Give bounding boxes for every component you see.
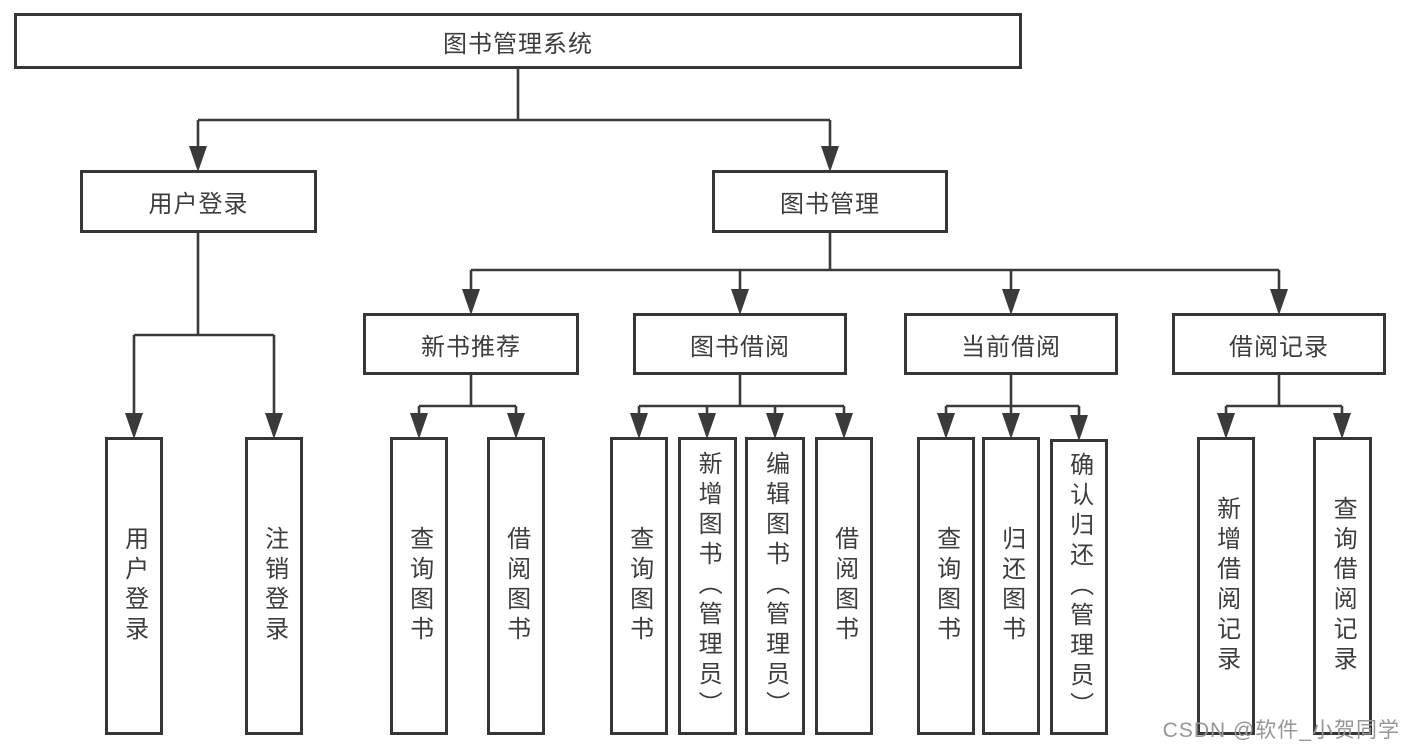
arrowhead-icon bbox=[698, 413, 716, 439]
node-br-query: 查询借阅记录 bbox=[1313, 437, 1372, 735]
node-label-bb-query: 查询图书 bbox=[625, 526, 653, 646]
arrowhead-icon bbox=[1333, 413, 1351, 439]
node-label-login: 用户登录 bbox=[120, 526, 148, 646]
node-label-nb-query: 查询图书 bbox=[405, 526, 433, 646]
node-label-cb-query: 查询图书 bbox=[932, 526, 960, 646]
arrowhead-icon bbox=[1217, 413, 1235, 439]
node-book-mgmt: 图书管理 bbox=[712, 170, 948, 233]
node-label-bb-borrow: 借阅图书 bbox=[830, 526, 858, 646]
node-label-cb-confirm: 确认归还（管理员） bbox=[1065, 452, 1093, 722]
node-label-book-mgmt: 图书管理 bbox=[780, 191, 880, 218]
arrowhead-icon bbox=[937, 413, 955, 439]
node-current-borrow: 当前借阅 bbox=[904, 313, 1118, 375]
arrowhead-icon bbox=[835, 413, 853, 439]
arrowhead-icon bbox=[410, 413, 428, 439]
node-login: 用户登录 bbox=[105, 437, 163, 735]
node-root: 图书管理系统 bbox=[14, 13, 1022, 69]
node-new-books: 新书推荐 bbox=[363, 313, 579, 375]
node-book-borrow: 图书借阅 bbox=[633, 313, 847, 375]
node-cb-confirm: 确认归还（管理员） bbox=[1050, 439, 1108, 735]
node-label-current-borrow: 当前借阅 bbox=[961, 333, 1061, 361]
node-nb-borrow: 借阅图书 bbox=[487, 437, 545, 735]
arrowhead-icon bbox=[1002, 289, 1020, 315]
arrowhead-icon bbox=[731, 289, 749, 315]
arrowhead-icon bbox=[630, 413, 648, 439]
arrowhead-icon bbox=[189, 146, 207, 172]
connector-path bbox=[417, 375, 518, 421]
arrowhead-icon bbox=[1070, 415, 1088, 441]
arrowhead-icon bbox=[265, 413, 283, 439]
arrowhead-icon bbox=[462, 289, 480, 315]
watermark: CSDN @软件_小贺同学 bbox=[1162, 719, 1400, 742]
node-label-new-books: 新书推荐 bbox=[421, 333, 521, 361]
connector-path bbox=[1224, 375, 1344, 421]
node-bb-add: 新增图书（管理员） bbox=[678, 437, 737, 735]
node-bb-query: 查询图书 bbox=[610, 437, 668, 735]
node-label-br-query: 查询借阅记录 bbox=[1329, 496, 1357, 676]
node-label-logout: 注销登录 bbox=[260, 526, 288, 646]
node-br-add: 新增借阅记录 bbox=[1197, 437, 1255, 735]
arrowhead-icon bbox=[1270, 289, 1288, 315]
node-bb-edit: 编辑图书（管理员） bbox=[745, 437, 805, 735]
connector-path bbox=[469, 233, 1281, 297]
node-label-borrow-records: 借阅记录 bbox=[1229, 333, 1329, 361]
arrowhead-icon bbox=[507, 413, 525, 439]
node-label-bb-edit: 编辑图书（管理员） bbox=[761, 451, 789, 721]
node-label-bb-add: 新增图书（管理员） bbox=[694, 451, 722, 721]
arrowhead-icon bbox=[1002, 413, 1020, 439]
node-cb-return: 归还图书 bbox=[982, 437, 1040, 735]
node-label-br-add: 新增借阅记录 bbox=[1212, 496, 1240, 676]
node-borrow-records: 借阅记录 bbox=[1172, 313, 1386, 375]
node-bb-borrow: 借阅图书 bbox=[815, 437, 873, 735]
node-logout: 注销登录 bbox=[245, 437, 303, 735]
node-nb-query: 查询图书 bbox=[390, 437, 448, 735]
node-label-nb-borrow: 借阅图书 bbox=[502, 526, 530, 646]
arrowhead-icon bbox=[821, 146, 839, 172]
arrowhead-icon bbox=[125, 413, 143, 439]
arrowhead-icon bbox=[766, 413, 784, 439]
node-user-login: 用户登录 bbox=[80, 170, 317, 233]
node-label-root: 图书管理系统 bbox=[443, 30, 593, 58]
connector-path bbox=[196, 68, 832, 154]
node-label-user-login: 用户登录 bbox=[148, 191, 249, 218]
node-label-book-borrow: 图书借阅 bbox=[690, 333, 790, 361]
node-label-cb-return: 归还图书 bbox=[997, 526, 1025, 646]
connector-path bbox=[132, 233, 276, 421]
node-cb-query: 查询图书 bbox=[917, 437, 975, 735]
